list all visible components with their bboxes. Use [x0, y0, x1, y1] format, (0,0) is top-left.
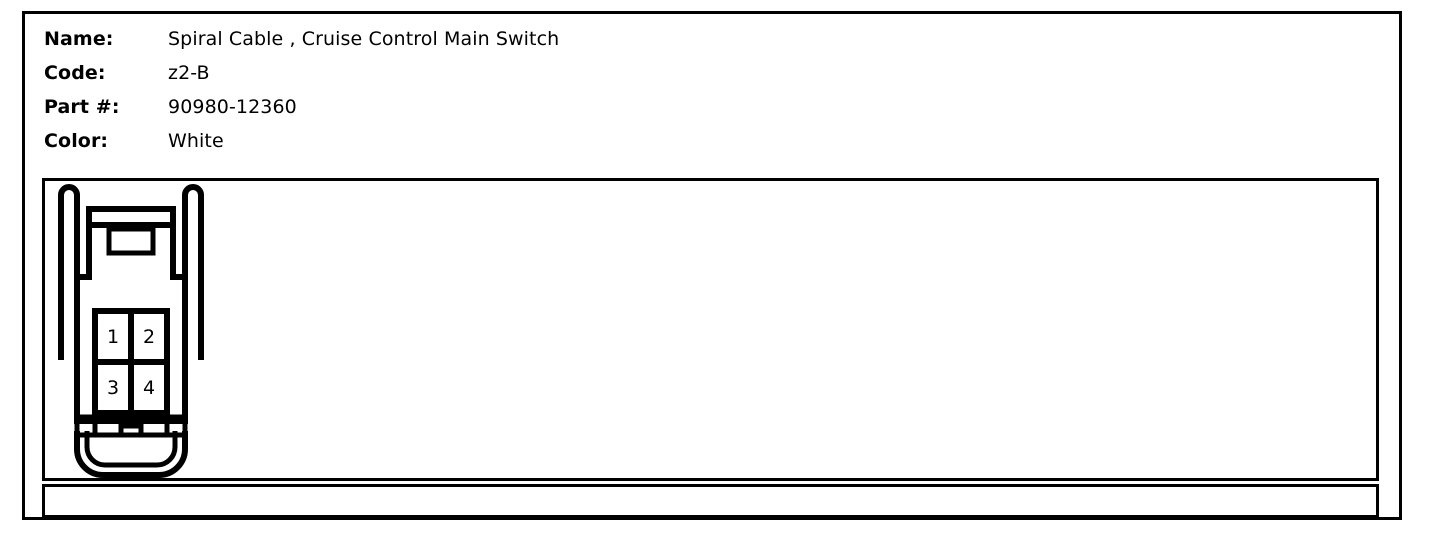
connector-diagram-panel: 1 2 3 4	[42, 178, 1379, 481]
spec-row-name: Name: Spiral Cable , Cruise Control Main …	[44, 22, 1044, 56]
pin-number-3: 3	[107, 377, 119, 399]
connector-face-view-icon: 1 2 3 4	[58, 184, 204, 478]
spec-value-code: z2-B	[168, 62, 210, 84]
connector-diagram: 1 2 3 4	[51, 181, 211, 481]
notch-band-outline	[74, 414, 188, 438]
connector-top-tab-outer	[86, 206, 176, 253]
part-spec-sheet: Name: Spiral Cable , Cruise Control Main …	[22, 11, 1402, 520]
spec-label-name: Name:	[44, 28, 114, 50]
spec-label-code: Code:	[44, 62, 106, 84]
spec-row-part-number: Part #: 90980-12360	[44, 90, 1044, 124]
pin-number-2: 2	[143, 326, 155, 348]
connector-right-ear	[182, 184, 204, 360]
connector-pin-grid: 1 2 3 4	[92, 308, 170, 416]
connector-notch-band	[74, 414, 188, 438]
part-spec-list: Name: Spiral Cable , Cruise Control Main …	[44, 22, 1044, 158]
connector-skirt-inner	[84, 431, 178, 468]
spec-label-color: Color:	[44, 130, 109, 152]
spec-row-code: Code: z2-B	[44, 56, 1044, 90]
caption-strip	[42, 484, 1379, 518]
spec-label-part-number: Part #:	[44, 96, 120, 118]
spec-row-color: Color: White	[44, 124, 1044, 158]
pin-number-1: 1	[107, 326, 119, 348]
connector-skirt-outer	[74, 431, 188, 478]
spec-value-color: White	[168, 130, 224, 152]
connector-left-ear	[58, 184, 80, 360]
spec-value-name: Spiral Cable , Cruise Control Main Switc…	[168, 28, 560, 50]
connector-top-tab-inner	[106, 226, 156, 256]
pin-number-4: 4	[143, 377, 155, 399]
connector-body-outline	[74, 253, 188, 424]
spec-value-part-number: 90980-12360	[168, 96, 297, 118]
